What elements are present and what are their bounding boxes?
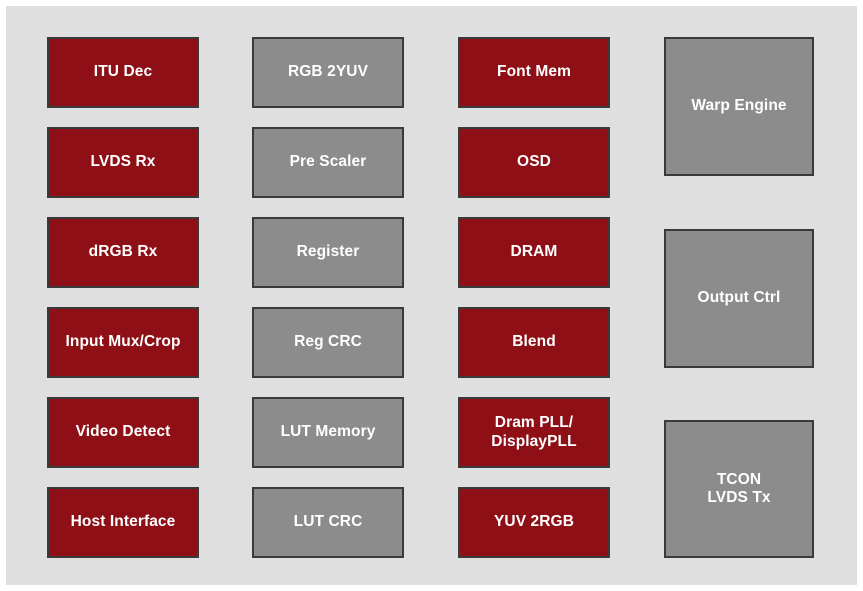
- block-register[interactable]: Register: [252, 217, 404, 288]
- block-rgb-2yuv[interactable]: RGB 2YUV: [252, 37, 404, 108]
- block-dram[interactable]: DRAM: [458, 217, 610, 288]
- block-label: Video Detect: [75, 423, 171, 441]
- block-label: OSD: [517, 153, 551, 171]
- block-label: RGB 2YUV: [287, 63, 369, 81]
- block-yuv-2rgb[interactable]: YUV 2RGB: [458, 487, 610, 558]
- block-output-ctrl[interactable]: Output Ctrl: [664, 229, 814, 368]
- block-label: LUT CRC: [293, 513, 363, 531]
- block-label: LUT Memory: [280, 423, 376, 441]
- block-label: Register: [296, 243, 360, 261]
- block-label: TCON LVDS Tx: [707, 470, 771, 506]
- block-label: Output Ctrl: [697, 289, 781, 307]
- block-pre-scaler[interactable]: Pre Scaler: [252, 127, 404, 198]
- block-label: Font Mem: [497, 63, 571, 81]
- block-lut-crc[interactable]: LUT CRC: [252, 487, 404, 558]
- block-label: LVDS Rx: [90, 153, 156, 171]
- block-label: Input Mux/Crop: [65, 333, 181, 351]
- block-video-detect[interactable]: Video Detect: [47, 397, 199, 468]
- block-tcon-lvds-tx[interactable]: TCON LVDS Tx: [664, 420, 814, 558]
- block-host-interface[interactable]: Host Interface: [47, 487, 199, 558]
- block-input-mux-crop[interactable]: Input Mux/Crop: [47, 307, 199, 378]
- block-osd[interactable]: OSD: [458, 127, 610, 198]
- block-label: ITU Dec: [93, 63, 153, 81]
- block-label: Reg CRC: [294, 333, 362, 351]
- block-label: YUV 2RGB: [493, 513, 575, 531]
- block-label: Blend: [512, 333, 556, 351]
- block-label: Pre Scaler: [289, 153, 367, 171]
- block-label: dRGB Rx: [88, 243, 158, 261]
- block-blend[interactable]: Blend: [458, 307, 610, 378]
- block-warp-engine[interactable]: Warp Engine: [664, 37, 814, 176]
- block-reg-crc[interactable]: Reg CRC: [252, 307, 404, 378]
- block-drgb-rx[interactable]: dRGB Rx: [47, 217, 199, 288]
- block-itu-dec[interactable]: ITU Dec: [47, 37, 199, 108]
- block-lut-memory[interactable]: LUT Memory: [252, 397, 404, 468]
- block-label: Warp Engine: [691, 97, 787, 115]
- block-label: Dram PLL/ DisplayPLL: [491, 414, 577, 450]
- block-dram-pll-display-pll[interactable]: Dram PLL/ DisplayPLL: [458, 397, 610, 468]
- block-label: Host Interface: [70, 513, 176, 531]
- block-font-mem[interactable]: Font Mem: [458, 37, 610, 108]
- block-label: DRAM: [510, 243, 558, 261]
- block-lvds-rx[interactable]: LVDS Rx: [47, 127, 199, 198]
